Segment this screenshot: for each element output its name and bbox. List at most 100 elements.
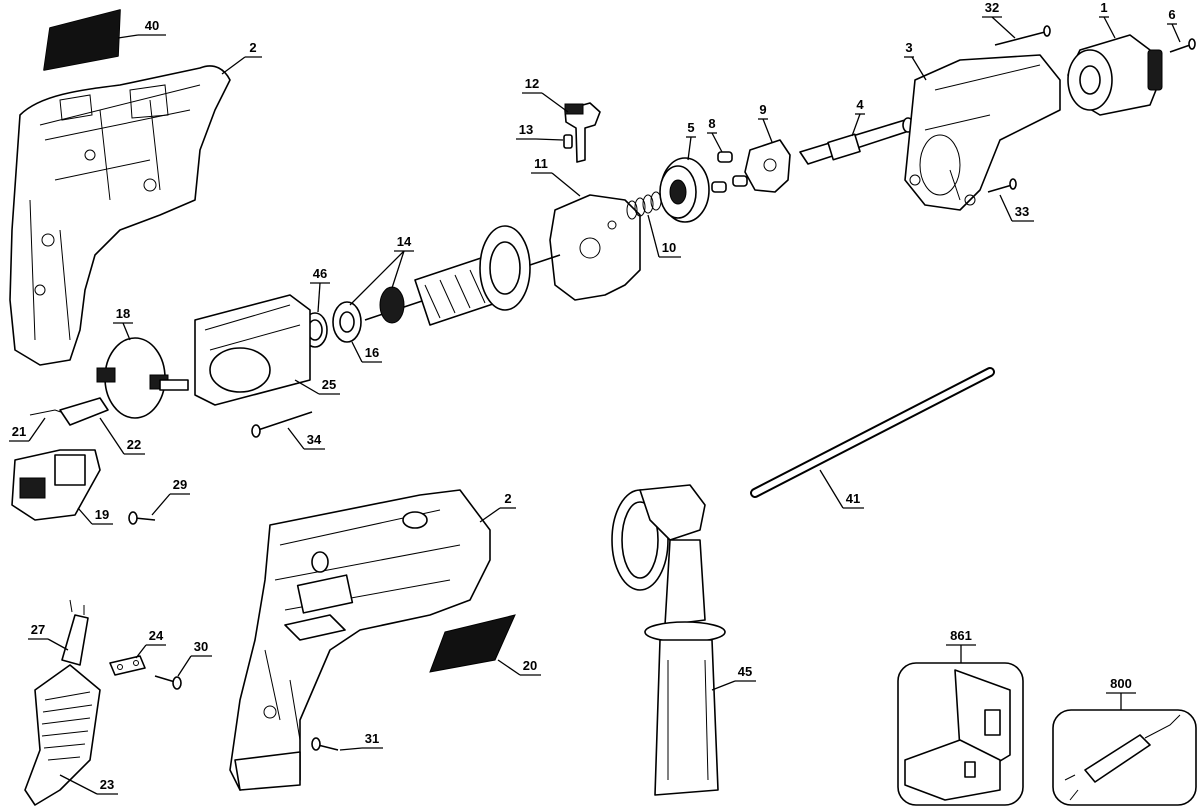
- svg-text:5: 5: [687, 120, 694, 135]
- part-40-label-sticker: [43, 9, 121, 71]
- callout-41: 41: [819, 469, 864, 509]
- part-45-side-handle: [611, 484, 726, 796]
- callout-8: 8: [707, 116, 723, 153]
- callout-33: 33: [999, 194, 1034, 222]
- callout-3: 3: [904, 40, 927, 81]
- callout-12: 12: [522, 76, 569, 113]
- callout-24: 24: [135, 628, 166, 659]
- callout-10: 10: [647, 214, 681, 258]
- svg-text:18: 18: [116, 306, 130, 321]
- callout-14: 14: [349, 234, 414, 306]
- part-9-cam-plate: [744, 139, 791, 193]
- callout-800: 800: [1106, 676, 1136, 710]
- part-22-switch-actuator: [59, 397, 109, 426]
- callout-29: 29: [151, 477, 190, 516]
- svg-text:861: 861: [950, 628, 972, 643]
- svg-text:34: 34: [307, 432, 322, 447]
- part-13-pin: [563, 134, 573, 149]
- part-23-cord-protector: [24, 664, 101, 806]
- callout-861: 861: [946, 628, 976, 663]
- svg-text:31: 31: [365, 731, 379, 746]
- part-11-gear-plate: [549, 194, 641, 301]
- callout-27: 27: [28, 622, 69, 651]
- callout-5: 5: [686, 120, 696, 161]
- callout-4: 4: [851, 97, 865, 137]
- part-33-screw: [987, 178, 1017, 193]
- svg-text:21: 21: [12, 424, 26, 439]
- callout-13: 13: [516, 122, 564, 141]
- part-25-field-stator: [194, 294, 311, 406]
- part-24-cord-clamp: [109, 655, 146, 676]
- svg-text:25: 25: [322, 377, 336, 392]
- part-8-pins: [711, 151, 748, 193]
- part-1-chuck: [1067, 34, 1163, 116]
- part-5-gear-disc: [659, 157, 710, 223]
- callout-19: 19: [77, 507, 113, 525]
- part-20-label: [429, 614, 516, 673]
- callout-46: 46: [310, 266, 330, 313]
- svg-text:24: 24: [149, 628, 164, 643]
- callout-11: 11: [531, 156, 581, 197]
- callout-20: 20: [497, 658, 541, 676]
- part-861-carrying-case: [897, 662, 1024, 806]
- svg-text:20: 20: [523, 658, 537, 673]
- svg-text:41: 41: [846, 491, 860, 506]
- svg-text:4: 4: [856, 97, 864, 112]
- callout-21: 21: [9, 417, 46, 442]
- part-2-drill-housing: [229, 489, 491, 791]
- svg-text:11: 11: [534, 156, 548, 171]
- svg-text:14: 14: [397, 234, 412, 249]
- svg-text:2: 2: [249, 40, 256, 55]
- svg-text:1: 1: [1100, 0, 1107, 15]
- svg-text:45: 45: [738, 664, 752, 679]
- callout-31: 31: [339, 731, 383, 751]
- svg-text:33: 33: [1015, 204, 1029, 219]
- callout-32: 32: [982, 0, 1016, 39]
- part-34-screw: [251, 411, 313, 438]
- callout-2-top: 2: [221, 40, 262, 75]
- armature: [364, 225, 561, 326]
- svg-text:27: 27: [31, 622, 45, 637]
- part-2-housing-half: [9, 65, 231, 366]
- svg-text:29: 29: [173, 477, 187, 492]
- part-6-screw: [1169, 38, 1196, 53]
- svg-text:19: 19: [95, 507, 109, 522]
- part-41-depth-rod: [750, 367, 995, 498]
- svg-text:16: 16: [365, 345, 379, 360]
- part-12-shift-lever: [564, 102, 601, 163]
- callout-18: 18: [113, 306, 133, 341]
- svg-text:10: 10: [662, 240, 676, 255]
- callout-40: 40: [117, 18, 166, 39]
- part-3-gear-case: [904, 54, 1061, 211]
- svg-text:30: 30: [194, 639, 208, 654]
- callout-9: 9: [758, 102, 773, 143]
- callout-2-bottom: 2: [479, 491, 516, 523]
- part-800-cord-set: [1052, 709, 1197, 806]
- part-30-screw: [154, 675, 182, 690]
- svg-text:46: 46: [313, 266, 327, 281]
- svg-text:13: 13: [519, 122, 533, 137]
- callout-25: 25: [294, 377, 340, 395]
- svg-text:8: 8: [708, 116, 715, 131]
- callout-6: 6: [1167, 7, 1181, 43]
- callout-16: 16: [351, 341, 382, 363]
- callout-1: 1: [1099, 0, 1116, 39]
- callout-23: 23: [59, 774, 118, 795]
- part-19-switch: [11, 449, 101, 521]
- svg-text:40: 40: [145, 18, 159, 33]
- part-29-screw: [128, 511, 156, 525]
- svg-text:22: 22: [127, 437, 141, 452]
- svg-text:32: 32: [985, 0, 999, 15]
- callout-34: 34: [287, 427, 325, 450]
- callout-30: 30: [177, 639, 212, 677]
- callout-22: 22: [99, 417, 145, 455]
- svg-text:800: 800: [1110, 676, 1132, 691]
- part-27-power-cord: [61, 599, 89, 666]
- svg-text:6: 6: [1168, 7, 1175, 22]
- part-16-bearing: [332, 301, 362, 343]
- callout-45: 45: [711, 664, 756, 691]
- svg-text:9: 9: [759, 102, 766, 117]
- svg-text:12: 12: [525, 76, 539, 91]
